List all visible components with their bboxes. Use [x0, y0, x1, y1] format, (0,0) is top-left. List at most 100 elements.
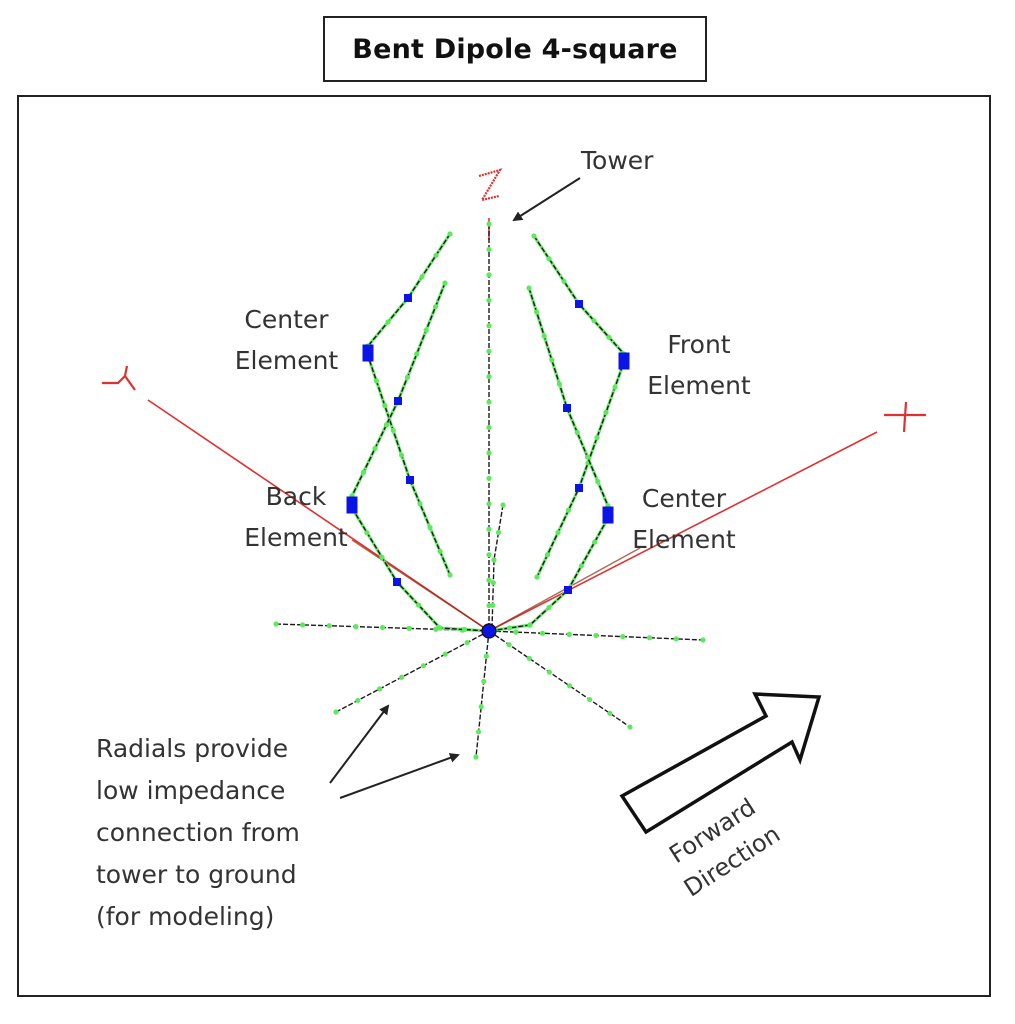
y-axis-label	[102, 365, 136, 391]
note-line: Radials provide	[96, 734, 289, 763]
segment-dot	[447, 231, 453, 237]
source-marker	[575, 484, 583, 492]
segment-dot	[399, 452, 405, 458]
segment-dot	[423, 327, 429, 333]
segment-dot	[486, 348, 492, 354]
title-box: Bent Dipole 4-square	[323, 16, 707, 82]
diagram-title: Bent Dipole 4-square	[352, 33, 678, 65]
segment-dot	[592, 539, 598, 545]
segment-dot	[612, 384, 618, 390]
segment-dot	[273, 621, 279, 627]
segment-dot	[486, 450, 492, 456]
segment-dot	[513, 629, 519, 635]
tower-wire	[486, 221, 492, 634]
segment-dot	[546, 669, 553, 675]
front-element-label: Front Element	[638, 324, 760, 406]
segment-dot	[442, 651, 448, 657]
segment-dot	[555, 529, 561, 536]
segment-dot	[566, 631, 572, 637]
segment-dot	[406, 625, 412, 631]
segment-dot	[565, 507, 572, 513]
x-axis-line	[488, 431, 878, 632]
segment-dot	[486, 272, 492, 278]
source-marker	[406, 476, 414, 484]
segment-dot	[372, 445, 378, 452]
segment-dot	[486, 221, 492, 227]
back-element-wire	[349, 280, 492, 634]
source-marker	[564, 586, 572, 594]
segment-dot	[379, 554, 385, 560]
radials-note: Radials provide low impedance connection…	[96, 728, 300, 938]
segment-dot	[442, 280, 448, 286]
segment-dot	[700, 637, 706, 643]
segment-dot	[531, 233, 537, 239]
segment-dot	[526, 285, 532, 291]
radial-4	[486, 628, 633, 730]
label-line: Element	[632, 525, 736, 554]
segment-dot	[433, 304, 439, 310]
segment-dot	[534, 309, 540, 315]
center-element-right-label: Center Element	[622, 478, 746, 560]
segment-dot	[606, 334, 612, 340]
y-axis-overlay	[351, 539, 490, 632]
center-element-left-label: Center Element	[224, 299, 349, 381]
segment-dot	[620, 634, 626, 640]
segment-dot	[486, 501, 492, 507]
segment-dot	[546, 256, 552, 262]
segment-dot	[373, 378, 379, 384]
segment-dot	[584, 454, 591, 460]
segment-dot	[461, 626, 468, 633]
segment-dot	[383, 422, 390, 428]
segment-dot	[486, 552, 492, 558]
segment-dot	[437, 548, 443, 554]
axes	[147, 218, 878, 632]
segment-dot	[593, 632, 599, 639]
segment-dot	[627, 724, 633, 730]
segment-dot	[382, 403, 388, 409]
tower-label: Tower	[581, 146, 654, 175]
segment-dot	[398, 674, 405, 680]
segment-dot	[377, 686, 383, 692]
segment-dot	[490, 580, 496, 586]
note-line: low impedance	[96, 776, 286, 805]
segment-dot	[646, 635, 653, 641]
source-marker	[394, 397, 402, 405]
source-marker	[575, 300, 583, 308]
note-line: (for modeling)	[96, 902, 275, 931]
segment-dot	[433, 252, 439, 258]
segment-dot	[414, 351, 420, 357]
label-line: Element	[647, 371, 751, 400]
segment-dot	[546, 604, 552, 611]
segment-dot	[527, 622, 533, 628]
segment-dot	[578, 563, 584, 569]
radial-1	[273, 621, 492, 634]
segment-dot	[473, 754, 479, 760]
back-element-wire-green	[350, 282, 490, 633]
source-marker	[563, 404, 571, 412]
segment-dot	[415, 602, 422, 608]
segment-dot	[490, 602, 496, 608]
note-line: tower to ground	[96, 860, 297, 889]
segment-dot	[417, 501, 423, 507]
front-element-wire-line	[533, 235, 625, 578]
segment-dot	[419, 274, 425, 280]
front-element-wire	[531, 233, 627, 580]
front-element-wire-green	[532, 235, 626, 578]
center-element-right-wire	[486, 285, 611, 634]
segment-dot	[353, 624, 359, 630]
segment-dot	[486, 323, 492, 329]
source-marker	[404, 294, 412, 302]
center-element-left-wire	[365, 231, 453, 578]
segment-dot	[486, 424, 492, 431]
segment-dot	[464, 639, 470, 646]
tower-feed-wire	[489, 502, 506, 631]
segment-dot	[385, 319, 391, 325]
segment-dot	[534, 574, 540, 580]
segment-dot	[495, 529, 502, 536]
segment-dot	[486, 399, 492, 405]
segment-dot	[607, 710, 613, 716]
segment-dot	[556, 381, 563, 387]
segment-dot	[486, 577, 492, 583]
segment-dot	[574, 429, 580, 436]
diagram-frame	[17, 95, 991, 997]
